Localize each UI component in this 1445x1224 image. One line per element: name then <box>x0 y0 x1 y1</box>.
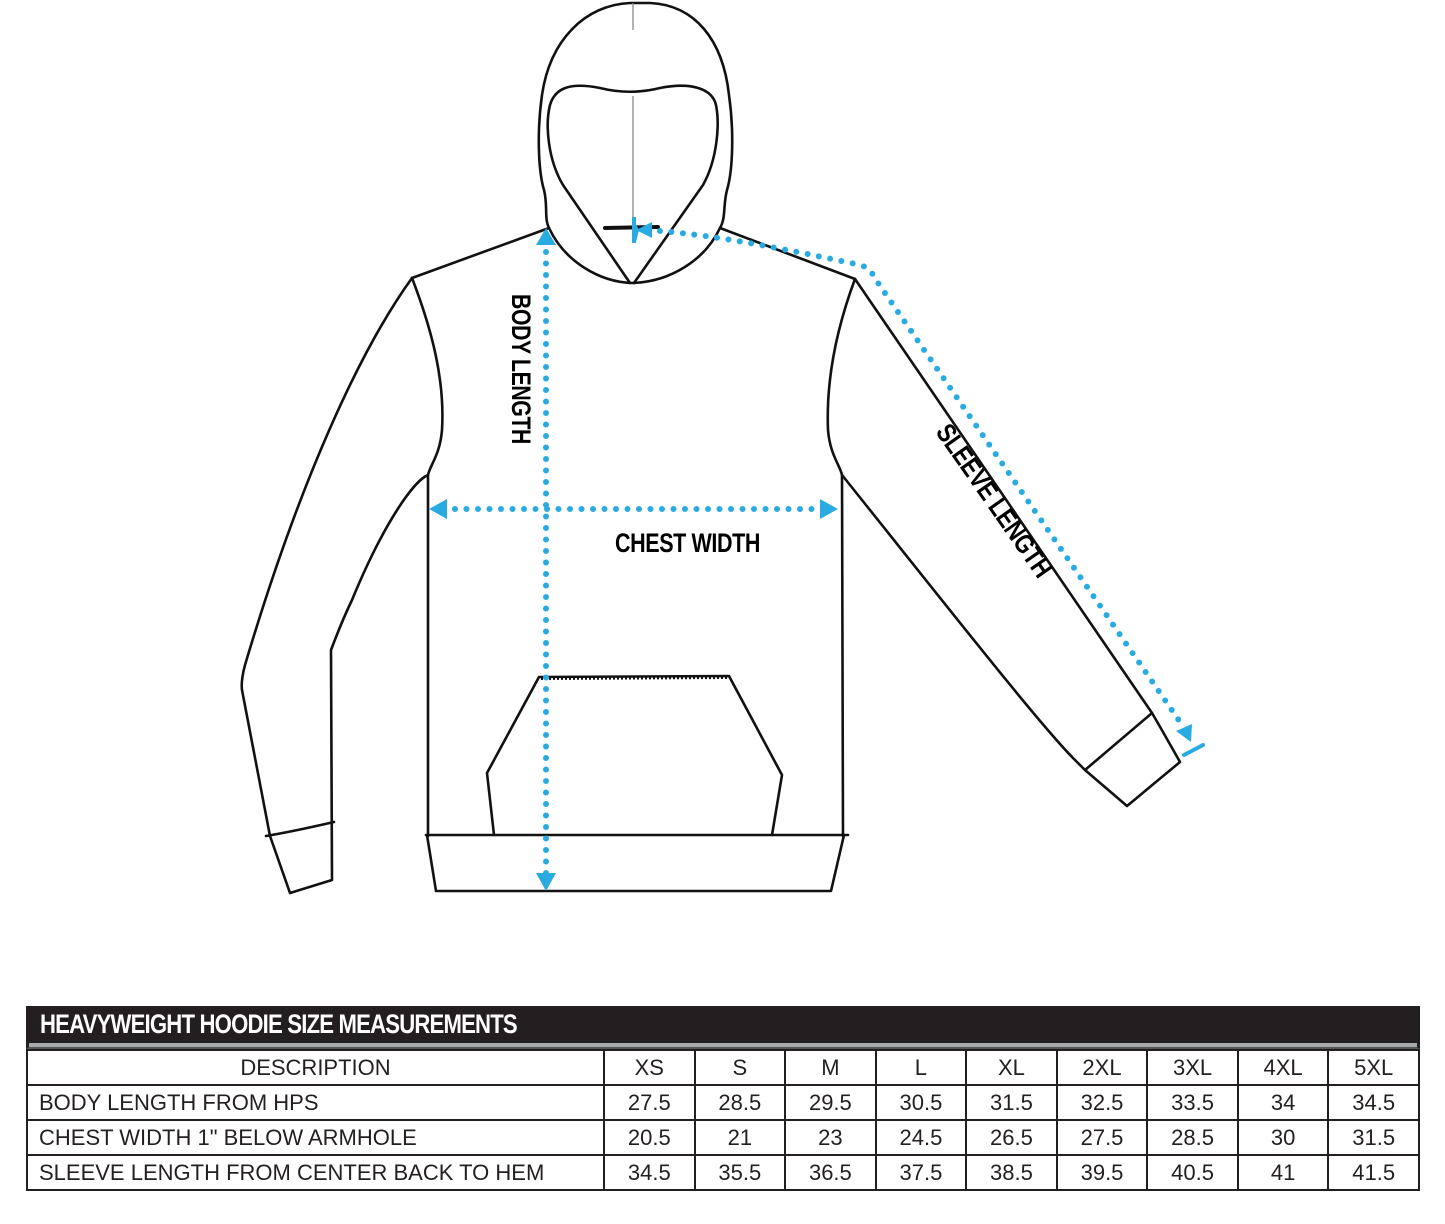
header-size: 4XL <box>1236 1049 1330 1086</box>
table-cell: 34.5 <box>603 1154 696 1191</box>
sleeve-length-label: SLEEVE LENGTH <box>930 418 1058 583</box>
header-size: XL <box>965 1049 1058 1086</box>
table-cell: 30.5 <box>874 1084 968 1121</box>
table-cell: 24.5 <box>874 1119 968 1156</box>
header-size: XS <box>603 1049 696 1086</box>
header-size: L <box>874 1049 968 1086</box>
header-size: M <box>784 1049 877 1086</box>
title-divider <box>26 1043 1420 1049</box>
table-cell: 27.5 <box>1055 1119 1149 1156</box>
size-chart-title-bar: HEAVYWEIGHT HOODIE SIZE MEASUREMENTS <box>26 1006 1420 1043</box>
header-description: DESCRIPTION <box>26 1049 605 1086</box>
table-cell: 20.5 <box>603 1119 696 1156</box>
table-cell: 32.5 <box>1055 1084 1149 1121</box>
body-length-label: BODY LENGTH <box>506 294 536 444</box>
table-cell: 31.5 <box>1327 1119 1420 1156</box>
table-row: BODY LENGTH FROM HPS 27.5 28.5 29.5 30.5… <box>26 1084 1420 1121</box>
sleeve-length-measure <box>632 217 1205 757</box>
table-row: CHEST WIDTH 1" BELOW ARMHOLE 20.5 21 23 … <box>26 1119 1420 1156</box>
hoodie-outline <box>240 1 1182 895</box>
table-cell: 27.5 <box>603 1084 696 1121</box>
size-chart: HEAVYWEIGHT HOODIE SIZE MEASUREMENTS DES… <box>26 1006 1420 1191</box>
table-cell: 21 <box>693 1119 787 1156</box>
table-cell: 33.5 <box>1146 1084 1239 1121</box>
table-cell: 28.5 <box>693 1084 787 1121</box>
row-description: CHEST WIDTH 1" BELOW ARMHOLE <box>26 1119 605 1156</box>
table-cell: 34 <box>1236 1084 1330 1121</box>
table-cell: 34.5 <box>1327 1084 1420 1121</box>
body-length-measure <box>536 228 556 891</box>
size-chart-title: HEAVYWEIGHT HOODIE SIZE MEASUREMENTS <box>40 1009 518 1039</box>
table-cell: 38.5 <box>965 1154 1058 1191</box>
row-description: SLEEVE LENGTH FROM CENTER BACK TO HEM <box>26 1154 605 1191</box>
table-cell: 41 <box>1236 1154 1330 1191</box>
hoodie-diagram: BODY LENGTH CHEST WIDTH SLEEVE LENGTH <box>240 1 1205 895</box>
table-cell: 30 <box>1236 1119 1330 1156</box>
table-cell: 41.5 <box>1327 1154 1420 1191</box>
header-size: 2XL <box>1055 1049 1149 1086</box>
chest-width-measure <box>429 499 838 519</box>
table-header-row: DESCRIPTION XS S M L XL 2XL 3XL 4XL 5XL <box>26 1049 1420 1086</box>
header-size: 3XL <box>1146 1049 1239 1086</box>
table-cell: 36.5 <box>784 1154 877 1191</box>
chest-width-label: CHEST WIDTH <box>615 528 760 558</box>
table-cell: 35.5 <box>693 1154 787 1191</box>
header-size: 5XL <box>1327 1049 1420 1086</box>
table-cell: 23 <box>784 1119 877 1156</box>
table-cell: 31.5 <box>965 1084 1058 1121</box>
table-cell: 28.5 <box>1146 1119 1239 1156</box>
table-row: SLEEVE LENGTH FROM CENTER BACK TO HEM 34… <box>26 1154 1420 1191</box>
table-cell: 40.5 <box>1146 1154 1239 1191</box>
row-description: BODY LENGTH FROM HPS <box>26 1084 605 1121</box>
table-cell: 39.5 <box>1055 1154 1149 1191</box>
table-cell: 37.5 <box>874 1154 968 1191</box>
header-size: S <box>693 1049 787 1086</box>
table-cell: 29.5 <box>784 1084 877 1121</box>
size-table: DESCRIPTION XS S M L XL 2XL 3XL 4XL 5XL … <box>26 1049 1420 1191</box>
table-cell: 26.5 <box>965 1119 1058 1156</box>
